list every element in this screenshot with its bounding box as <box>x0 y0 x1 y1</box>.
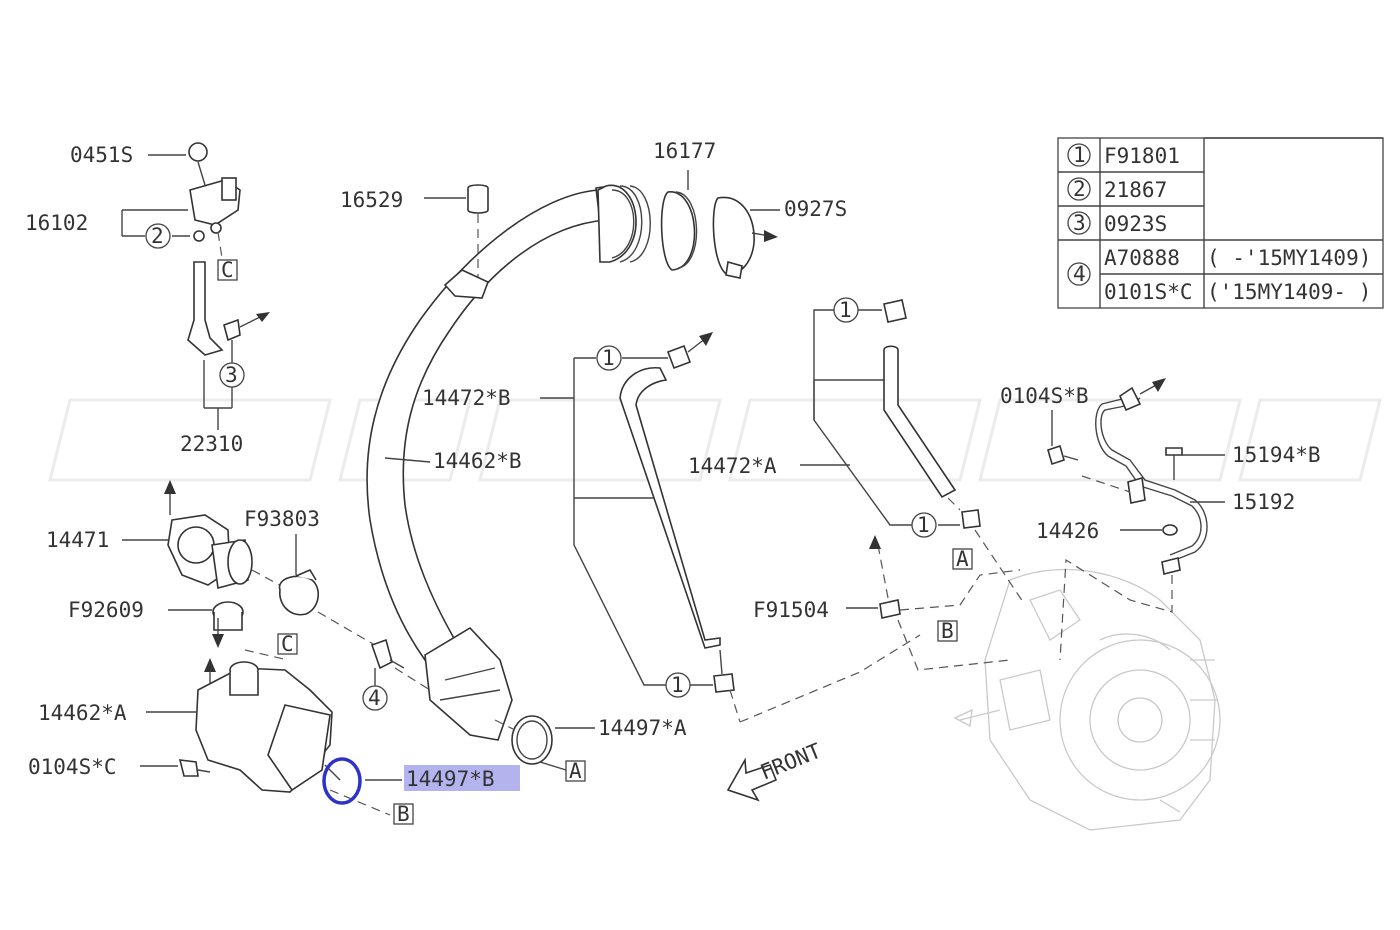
pipe-15192-group <box>1047 378 1225 661</box>
sensor-14471-group <box>122 480 381 690</box>
callout-14472a: 14472*A <box>688 454 777 478</box>
marker-a-b: A <box>956 547 969 571</box>
ref-part-3: 0923S <box>1104 212 1167 236</box>
callout-14472b: 14472*B <box>422 386 511 410</box>
ref-num-1: 1 <box>1073 143 1086 167</box>
callout-14497b-highlighted[interactable]: 14497*B <box>404 765 520 791</box>
ref-part-4b: 0101S*C <box>1104 280 1193 304</box>
callout-15192: 15192 <box>1232 490 1295 514</box>
marker-4: 4 <box>368 686 381 710</box>
circle-markers: 2 3 4 1 1 1 1 <box>145 223 937 711</box>
watermark <box>48 398 1382 482</box>
callout-14497b: 14497*B <box>406 767 495 791</box>
hose-14472b-group <box>540 332 741 723</box>
solenoid-group <box>121 142 270 430</box>
housing-14462a-group <box>140 649 402 816</box>
callout-14462b: 14462*B <box>433 449 522 473</box>
front-arrow <box>726 757 778 802</box>
callout-labels: 0451S 16102 22310 16529 16177 0927S 1447… <box>25 139 1321 779</box>
ref-note-4b: ('15MY1409- ) <box>1207 280 1371 304</box>
ref-num-2: 2 <box>1073 177 1086 201</box>
marker-1-b: 1 <box>671 673 684 697</box>
pipe-14462b-group <box>366 170 780 771</box>
ref-part-1: F91801 <box>1104 144 1180 168</box>
callout-14426: 14426 <box>1036 519 1099 543</box>
callout-16102: 16102 <box>25 211 88 235</box>
marker-a-a: A <box>569 759 582 783</box>
callout-14497a: 14497*A <box>598 716 687 740</box>
callout-14471: 14471 <box>46 528 109 552</box>
callout-0104sb: 0104S*B <box>1000 384 1089 408</box>
marker-2: 2 <box>151 224 164 248</box>
marker-c-b: C <box>281 632 294 656</box>
ref-note-4a: ( -'15MY1409) <box>1207 246 1371 270</box>
marker-1-c: 1 <box>839 298 852 322</box>
gasket-14497b-highlight[interactable] <box>322 757 362 805</box>
ref-num-3: 3 <box>1073 211 1086 235</box>
callout-f93803: F93803 <box>244 507 320 531</box>
hose-14472a-group <box>739 299 1026 723</box>
marker-3: 3 <box>225 363 238 387</box>
callout-22310: 22310 <box>180 432 243 456</box>
callout-16177: 16177 <box>653 139 716 163</box>
front-label: FRONT <box>757 739 825 785</box>
callout-f92609: F92609 <box>68 598 144 622</box>
callout-f91504: F91504 <box>753 598 829 622</box>
ref-part-2: 21867 <box>1104 178 1167 202</box>
marker-1-a: 1 <box>602 346 615 370</box>
ref-part-4a: A70888 <box>1104 246 1180 270</box>
ref-num-4: 4 <box>1073 262 1086 286</box>
callout-14462a: 14462*A <box>38 701 127 725</box>
box-markers: C C A B A B <box>217 258 973 826</box>
marker-c-a: C <box>221 258 234 282</box>
marker-b-b: B <box>941 619 954 643</box>
marker-1-d: 1 <box>917 513 930 537</box>
callout-16529: 16529 <box>340 188 403 212</box>
turbo-ghost-outline <box>953 569 1221 831</box>
callout-15194b: 15194*B <box>1232 443 1321 467</box>
marker-b-a: B <box>397 802 410 826</box>
reference-table: 1 2 3 4 F91801 21867 0923S A70888 0101S*… <box>1057 137 1384 309</box>
callout-0927s: 0927S <box>784 197 847 221</box>
callout-0104sc: 0104S*C <box>28 755 117 779</box>
callout-0451s: 0451S <box>70 143 133 167</box>
